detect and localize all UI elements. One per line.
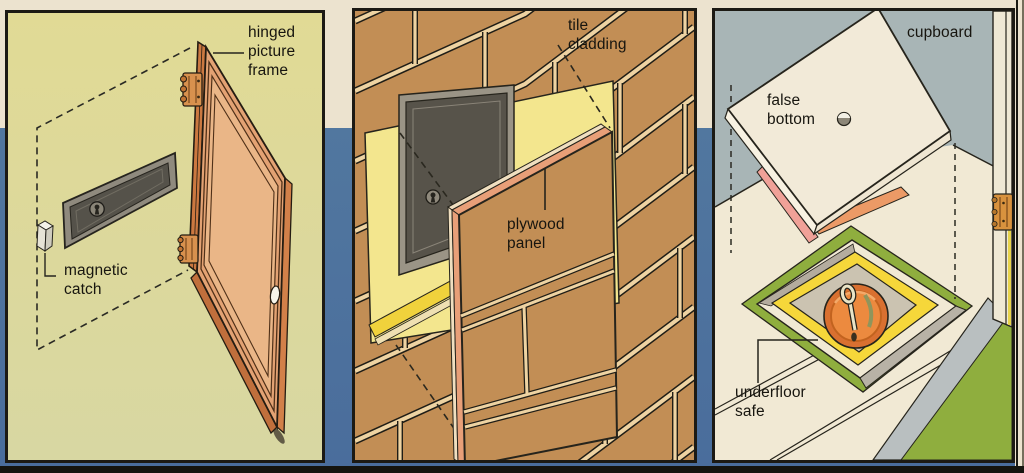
label-cupboard: cupboard <box>907 24 973 41</box>
panel-cupboard-safe: cupboard false bottom underfloor safe <box>712 8 1015 463</box>
keyhole-icon <box>89 201 105 217</box>
picture-frame <box>188 40 293 435</box>
key-icon <box>839 283 858 331</box>
hinge-icon <box>991 193 1012 231</box>
panel-fit-dashed-lines <box>395 44 611 441</box>
cupboard-door-edge <box>991 11 1012 328</box>
page-edge-shadow <box>1022 0 1024 473</box>
wall-safe <box>62 151 178 250</box>
magnetic-catch-leader-line <box>44 253 56 277</box>
panel-hinged-picture-frame: hinged picture frame magnetic catch <box>5 10 325 463</box>
label-false-bottom: false bottom <box>767 92 815 128</box>
hanger-hole <box>269 285 281 305</box>
label-plywood-panel: plywood panel <box>507 216 565 252</box>
tiled-wall-illustration <box>355 11 694 460</box>
keyhole-icon <box>851 332 857 342</box>
hinge-icon-bottom <box>177 234 199 264</box>
false-bottom-board <box>724 11 952 236</box>
label-hinged-picture-frame: hinged picture frame <box>248 24 296 79</box>
underfloor-safe-lid <box>823 283 889 349</box>
frame-closed-outline-dashed <box>36 47 191 352</box>
cupboard-illustration <box>715 11 1012 460</box>
hinge-icon-top <box>180 72 203 107</box>
page-bottom-rule <box>0 466 1024 473</box>
keyhole-icon <box>425 189 441 205</box>
label-tile-cladding: tile cladding <box>568 17 627 53</box>
magnetic-catch <box>36 220 54 253</box>
label-underfloor-safe: underfloor safe <box>735 384 806 420</box>
page-margin <box>1015 0 1024 473</box>
page-edge-line <box>1016 0 1018 473</box>
plywood-panel <box>447 123 619 460</box>
frame-shadow <box>273 428 285 444</box>
key-cord <box>863 293 874 328</box>
finger-hole-icon <box>836 111 852 127</box>
floor-cutout <box>740 225 974 393</box>
panel-tile-cladding: tile cladding plywood panel <box>352 8 697 463</box>
safe-label-leader-line <box>757 339 818 383</box>
picture-frame-illustration <box>36 40 293 444</box>
label-magnetic-catch: magnetic catch <box>64 262 128 298</box>
